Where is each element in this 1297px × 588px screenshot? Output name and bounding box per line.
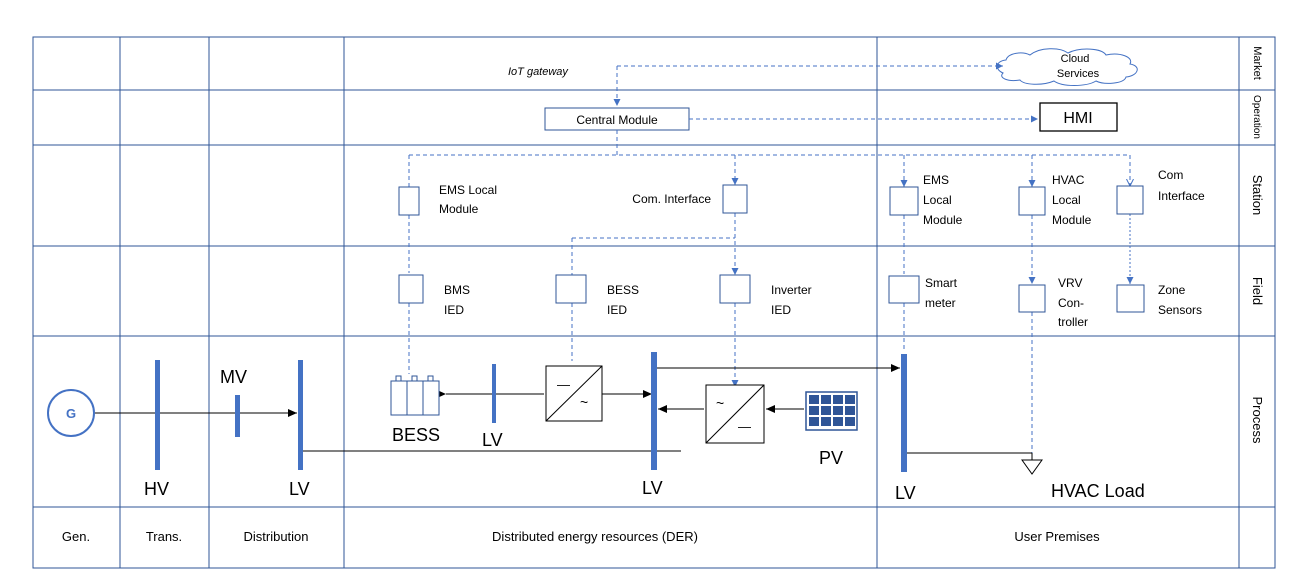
cloud-label-2: Services: [1057, 68, 1100, 80]
domain-trans: Trans.: [146, 529, 182, 544]
bess-converter-symbol: — ~: [545, 365, 603, 422]
iot-gateway-label: IoT gateway: [508, 66, 569, 78]
pv-inverter-dc: —: [738, 419, 751, 434]
mv-label: MV: [220, 367, 247, 387]
vrv-label-1: VRV: [1058, 276, 1082, 290]
zone-sensors-label-1: Zone: [1158, 283, 1186, 297]
hvac-label-1: HVAC: [1052, 173, 1085, 187]
zone-labels: Market Operation Station Field Process: [1250, 46, 1265, 444]
station-labels: EMS Local Module Com. Interface EMS Loca…: [439, 168, 1205, 227]
zone-operation: Operation: [1251, 95, 1262, 139]
generator-symbol: [47, 389, 95, 437]
power-lines: [94, 364, 1033, 460]
lv-dist-label: LV: [289, 479, 310, 499]
field-boxes: [398, 274, 1145, 313]
vrv-controller-box: [1018, 284, 1046, 313]
grid: [32, 36, 1276, 569]
inverter-ied-box: [719, 274, 751, 304]
bess-ied-label-2: IED: [607, 303, 627, 317]
smart-meter-box: [888, 275, 920, 304]
com-user-label-1: Com: [1158, 168, 1183, 182]
central-module-label: Central Module: [576, 113, 658, 127]
ems-user-label-2: Local: [923, 193, 952, 207]
lv-dist-bus: [298, 360, 303, 470]
hv-bus: [155, 360, 160, 470]
bms-ied-label-1: BMS: [444, 283, 470, 297]
field-labels: BMS IED BESS IED Inverter IED Smart mete…: [444, 276, 1202, 329]
inverter-ied-label-1: Inverter: [771, 283, 812, 297]
domain-distribution: Distribution: [243, 529, 308, 544]
domain-user-premises: User Premises: [1014, 529, 1100, 544]
process-labels: HV MV LV BESS LV LV PV LV HVAC Load: [144, 367, 1145, 503]
com-interface-box: [722, 184, 748, 214]
pv-label: PV: [819, 448, 843, 468]
domain-labels: Gen. Trans. Distribution Distributed ene…: [62, 529, 1100, 544]
ems-local-module-box: [398, 186, 420, 216]
bess-ied-box: [555, 274, 587, 304]
bess-label: BESS: [392, 425, 440, 445]
hvac-load-symbol: [1021, 459, 1043, 475]
smart-meter-label-1: Smart: [925, 276, 958, 290]
bms-ied-label-2: IED: [444, 303, 464, 317]
hmi-label: HMI: [1063, 110, 1092, 127]
zone-process: Process: [1250, 397, 1265, 444]
zone-market: Market: [1251, 46, 1263, 80]
zone-field: Field: [1250, 277, 1265, 305]
hvac-label-3: Module: [1052, 213, 1092, 227]
bess-battery-icon: [390, 375, 440, 416]
lv-user-label: LV: [895, 483, 916, 503]
zone-station: Station: [1250, 175, 1265, 215]
zone-sensors-box: [1116, 284, 1145, 313]
bess-ied-label-1: BESS: [607, 283, 639, 297]
inverter-ied-label-2: IED: [771, 303, 791, 317]
generator-label: G: [66, 406, 76, 421]
vrv-label-3: troller: [1058, 315, 1088, 329]
hvac-load-label: HVAC Load: [1051, 481, 1145, 501]
zone-sensors-label-2: Sensors: [1158, 303, 1202, 317]
domain-der: Distributed energy resources (DER): [492, 529, 698, 544]
ems-user-module-box: [889, 186, 919, 216]
ems-user-label-1: EMS: [923, 173, 949, 187]
cloud-label-1: Cloud: [1061, 53, 1090, 65]
smart-meter-label-2: meter: [925, 296, 956, 310]
vrv-label-2: Con-: [1058, 296, 1084, 310]
mv-bus: [235, 395, 240, 437]
ems-local-label-2: Module: [439, 202, 479, 216]
station-boxes: [398, 184, 1144, 216]
lv-bess-label: LV: [482, 430, 503, 450]
bms-ied-box: [398, 274, 424, 304]
ems-local-label-1: EMS Local: [439, 183, 497, 197]
pv-inverter-ac: ~: [716, 395, 724, 411]
hmi-box: [1039, 102, 1118, 132]
com-interface-user-box: [1116, 185, 1144, 215]
hv-label: HV: [144, 479, 169, 499]
domain-gen: Gen.: [62, 529, 90, 544]
comm-links: [405, 62, 1130, 454]
lv-der-bus: [651, 352, 657, 470]
cloud-shape: [996, 48, 1138, 86]
ems-user-label-3: Module: [923, 213, 963, 227]
com-user-label-2: Interface: [1158, 189, 1205, 203]
pv-inverter-symbol: ~ —: [705, 384, 765, 444]
lv-user-bus: [901, 354, 907, 472]
com-interface-label: Com. Interface: [632, 192, 711, 206]
bess-converter-ac: ~: [580, 394, 588, 410]
bess-converter-dc: —: [557, 377, 570, 392]
hvac-label-2: Local: [1052, 193, 1081, 207]
pv-panel-icon: [805, 391, 858, 431]
buses: [155, 352, 907, 472]
hvac-local-module-box: [1018, 186, 1046, 216]
lv-bess-bus: [492, 364, 496, 423]
lv-der-label: LV: [642, 478, 663, 498]
